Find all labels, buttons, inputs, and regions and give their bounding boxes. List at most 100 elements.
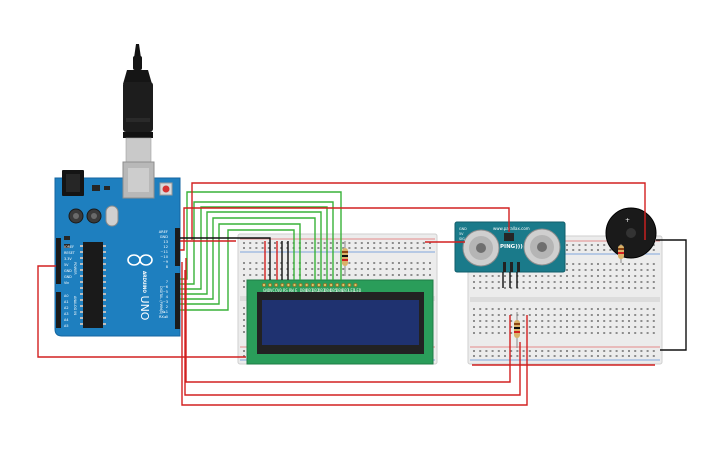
breadboard-hole[interactable] [615, 326, 618, 328]
breadboard-hole[interactable] [634, 326, 637, 328]
breadboard-hole[interactable] [541, 326, 544, 328]
breadboard-hole[interactable] [535, 281, 537, 283]
piezo-buzzer[interactable]: + [605, 207, 657, 259]
breadboard-hole[interactable] [473, 308, 475, 310]
breadboard-hole[interactable] [597, 320, 599, 322]
breadboard-hole[interactable] [367, 262, 369, 264]
breadboard-hole[interactable] [634, 275, 637, 277]
breadboard-hole[interactable] [479, 332, 482, 334]
breadboard-hole[interactable] [510, 326, 513, 328]
breadboard-hole[interactable] [584, 269, 587, 271]
breadboard-hole[interactable] [621, 281, 624, 283]
breadboard-hole[interactable] [317, 242, 320, 244]
breadboard-hole[interactable] [621, 350, 624, 352]
breadboard-hole[interactable] [652, 308, 655, 310]
lcd-pin[interactable] [353, 282, 358, 288]
breadboard-hole[interactable] [646, 355, 649, 357]
lcd-pin[interactable] [280, 282, 285, 288]
breadboard-hole[interactable] [535, 326, 537, 328]
breadboard-hole[interactable] [590, 281, 593, 283]
breadboard-hole[interactable] [479, 326, 482, 328]
breadboard-hole[interactable] [597, 269, 599, 271]
breadboard-hole[interactable] [422, 274, 425, 276]
breadboard-hole[interactable] [255, 242, 258, 244]
breadboard-hole[interactable] [547, 332, 550, 334]
breadboard-hole[interactable] [597, 275, 599, 277]
breadboard-hole[interactable] [410, 247, 413, 249]
breadboard-hole[interactable] [597, 355, 599, 357]
lcd-pin[interactable] [268, 282, 273, 288]
breadboard-hole[interactable] [504, 320, 506, 322]
breadboard-hole[interactable] [646, 275, 649, 277]
breadboard-hole[interactable] [646, 281, 649, 283]
breadboard-hole[interactable] [578, 275, 581, 277]
breadboard-hole[interactable] [522, 281, 525, 283]
breadboard-hole[interactable] [249, 274, 252, 276]
breadboard-hole[interactable] [553, 308, 556, 310]
breadboard-hole[interactable] [497, 332, 500, 334]
breadboard-hole[interactable] [528, 281, 531, 283]
breadboard-hole[interactable] [422, 268, 425, 270]
breadboard-hole[interactable] [280, 274, 283, 276]
breadboard-hole[interactable] [584, 281, 587, 283]
breadboard-hole[interactable] [541, 275, 544, 277]
breadboard-hole[interactable] [317, 247, 320, 249]
breadboard-hole[interactable] [578, 320, 581, 322]
breadboard-hole[interactable] [572, 269, 575, 271]
breadboard-hole[interactable] [522, 287, 525, 289]
breadboard-hole[interactable] [597, 308, 599, 310]
breadboard-hole[interactable] [652, 263, 655, 265]
breadboard-hole[interactable] [391, 247, 394, 249]
breadboard-hole[interactable] [628, 326, 630, 328]
breadboard-hole[interactable] [652, 244, 655, 246]
breadboard-hole[interactable] [336, 268, 338, 270]
breadboard-hole[interactable] [541, 308, 544, 310]
breadboard-hole[interactable] [243, 313, 245, 315]
breadboard-hole[interactable] [473, 275, 475, 277]
breadboard-hole[interactable] [528, 326, 531, 328]
breadboard-hole[interactable] [584, 332, 587, 334]
breadboard-hole[interactable] [342, 247, 345, 249]
breadboard-hole[interactable] [311, 247, 314, 249]
breadboard-hole[interactable] [553, 281, 556, 283]
breadboard-hole[interactable] [566, 287, 568, 289]
breadboard-hole[interactable] [305, 242, 307, 244]
breadboard-hole[interactable] [640, 350, 643, 352]
breadboard-hole[interactable] [566, 244, 568, 246]
breadboard-hole[interactable] [597, 287, 599, 289]
breadboard-hole[interactable] [603, 326, 606, 328]
breadboard-hole[interactable] [510, 314, 513, 316]
breadboard-hole[interactable] [646, 287, 649, 289]
breadboard-hole[interactable] [329, 247, 332, 249]
breadboard-hole[interactable] [323, 268, 326, 270]
breadboard-hole[interactable] [559, 326, 562, 328]
breadboard-hole[interactable] [609, 287, 612, 289]
breadboard-hole[interactable] [603, 287, 606, 289]
breadboard-hole[interactable] [578, 355, 581, 357]
breadboard-hole[interactable] [652, 314, 655, 316]
breadboard-hole[interactable] [584, 263, 587, 265]
breadboard-hole[interactable] [479, 350, 482, 352]
breadboard-hole[interactable] [566, 275, 568, 277]
breadboard-hole[interactable] [572, 350, 575, 352]
breadboard-hole[interactable] [336, 274, 338, 276]
breadboard-hole[interactable] [249, 262, 252, 264]
breadboard-hole[interactable] [354, 242, 357, 244]
breadboard-hole[interactable] [634, 355, 637, 357]
digital-header-bottom[interactable] [175, 273, 180, 329]
breadboard-hole[interactable] [541, 350, 544, 352]
arduino-uno-board[interactable]: ARDUINO UNO AREF GND 13 12 ~11 ~10 ~9 8 … [54, 161, 181, 337]
breadboard-hole[interactable] [597, 332, 599, 334]
breadboard-hole[interactable] [572, 281, 575, 283]
breadboard-hole[interactable] [646, 350, 649, 352]
breadboard-hole[interactable] [578, 326, 581, 328]
breadboard-hole[interactable] [590, 287, 593, 289]
breadboard-hole[interactable] [342, 274, 345, 276]
breadboard-hole[interactable] [473, 320, 475, 322]
breadboard-hole[interactable] [429, 268, 431, 270]
breadboard-hole[interactable] [640, 287, 643, 289]
breadboard-hole[interactable] [249, 247, 252, 249]
breadboard-hole[interactable] [572, 355, 575, 357]
breadboard-hole[interactable] [634, 308, 637, 310]
